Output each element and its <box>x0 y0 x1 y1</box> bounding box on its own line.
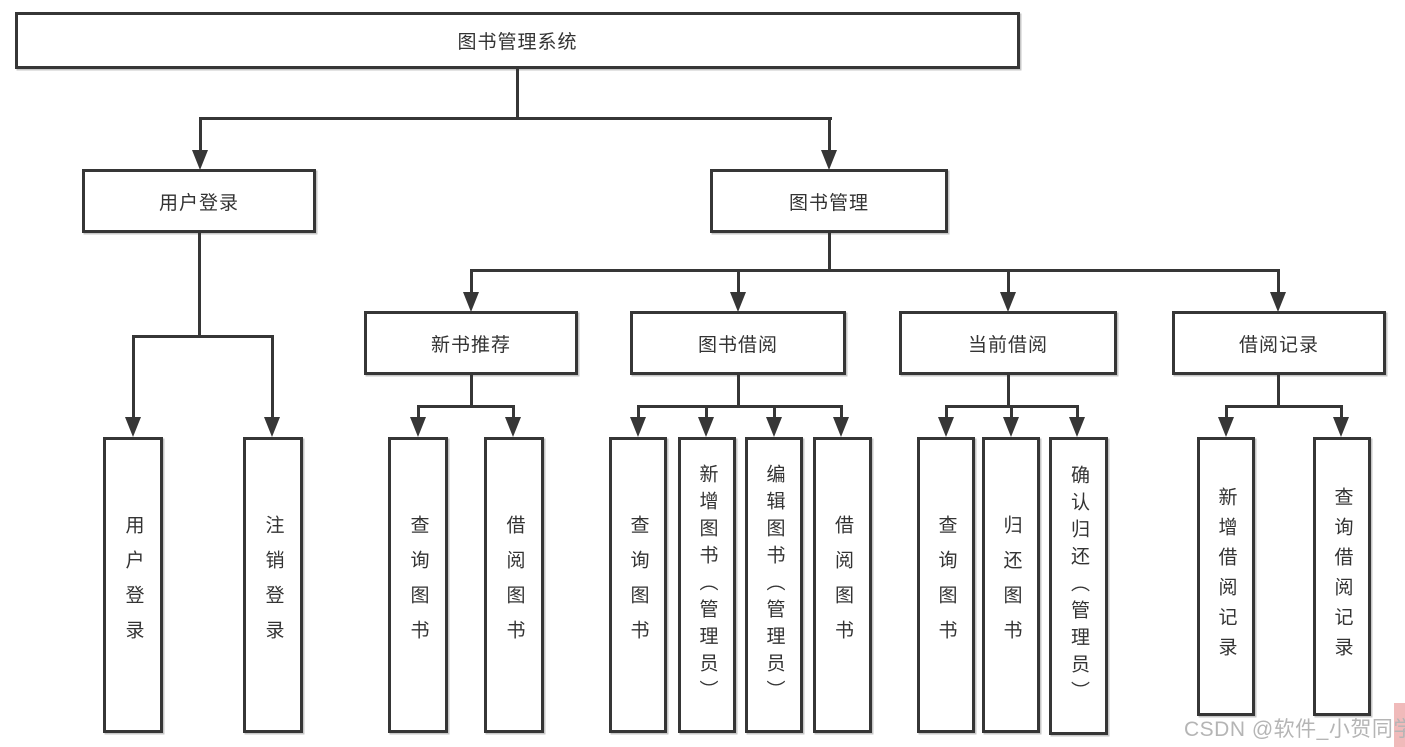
arrowhead-icon <box>938 417 954 437</box>
connector-borrowing-stub <box>737 375 740 407</box>
arrowhead-icon <box>1218 417 1234 437</box>
connector-current-stub <box>1007 375 1010 407</box>
node-label: 借阅图书 <box>832 515 853 655</box>
connector-arrow-borrowing <box>737 269 740 294</box>
node-current-borrowing: 当前借阅 <box>899 311 1117 375</box>
node-label: 用户登录 <box>158 192 239 214</box>
node-user-login: 用户登录 <box>82 169 316 233</box>
arrowhead-icon <box>192 150 208 170</box>
leaf-user-login: 用户登录 <box>103 437 163 733</box>
arrowhead-icon <box>125 417 141 437</box>
connector-arrow <box>773 405 776 419</box>
connector-arrow-current <box>1007 269 1010 294</box>
connector-book-management-stub <box>828 233 831 272</box>
node-label: 借阅图书 <box>503 515 525 655</box>
node-label: 注销登录 <box>262 515 284 655</box>
arrowhead-icon <box>698 417 714 437</box>
node-label: 查询图书 <box>407 515 429 655</box>
leaf-borrow-books-recommend: 借阅图书 <box>484 437 544 733</box>
node-label: 用户登录 <box>122 515 144 655</box>
node-label: 图书借阅 <box>697 334 778 356</box>
leaf-add-books-admin: 新增图书（管理员） <box>678 437 736 733</box>
leaf-edit-books-admin: 编辑图书（管理员） <box>745 437 803 733</box>
node-label: 查询图书 <box>627 515 649 655</box>
node-label: 图书管理 <box>788 192 869 214</box>
node-label: 新增图书（管理员） <box>696 463 718 707</box>
leaf-query-books-recommend: 查询图书 <box>388 437 448 733</box>
connector-book-management-branch <box>470 269 1280 272</box>
leaf-return-books: 归还图书 <box>982 437 1040 733</box>
connector-arrow-leaf-login <box>132 335 135 419</box>
connector-user-login-stub <box>198 233 201 337</box>
connector-arrow-leaf-logout <box>271 335 274 419</box>
arrowhead-icon <box>766 417 782 437</box>
leaf-confirm-return-admin: 确认归还（管理员） <box>1049 437 1108 735</box>
arrowhead-icon <box>463 292 479 312</box>
connector-arrow <box>945 405 948 419</box>
node-book-management: 图书管理 <box>710 169 948 233</box>
node-borrowing-records: 借阅记录 <box>1172 311 1386 375</box>
arrowhead-icon <box>730 292 746 312</box>
arrowhead-icon <box>821 150 837 170</box>
leaf-query-books-borrowing: 查询图书 <box>609 437 667 733</box>
arrowhead-icon <box>1069 417 1085 437</box>
node-label: 查询借阅记录 <box>1331 486 1353 667</box>
leaf-borrow-books-borrowing: 借阅图书 <box>813 437 872 733</box>
node-new-book-recommendation: 新书推荐 <box>364 311 578 375</box>
arrowhead-icon <box>1333 417 1349 437</box>
connector-arrow <box>1076 405 1079 419</box>
leaf-query-books-current: 查询图书 <box>917 437 975 733</box>
node-label: 查询图书 <box>935 515 957 655</box>
connector-user-login-branch <box>132 335 274 338</box>
arrowhead-icon <box>1003 417 1019 437</box>
node-label: 当前借阅 <box>967 334 1048 356</box>
leaf-add-borrow-record: 新增借阅记录 <box>1197 437 1255 716</box>
connector-arrow-book-management <box>828 117 831 153</box>
connector-arrow <box>1340 405 1343 419</box>
node-library-management-system: 图书管理系统 <box>15 12 1020 69</box>
connector-root-branch <box>199 117 832 120</box>
connector-arrow-recommend <box>470 269 473 294</box>
connector-arrow <box>705 405 708 419</box>
leaf-query-borrow-record: 查询借阅记录 <box>1313 437 1371 716</box>
node-label: 新增借阅记录 <box>1215 486 1237 667</box>
connector-arrow <box>512 405 515 419</box>
arrowhead-icon <box>410 417 426 437</box>
connector-arrow <box>1010 405 1013 419</box>
csdn-watermark: CSDN @软件_小贺同学 <box>1184 718 1405 741</box>
arrowhead-icon <box>505 417 521 437</box>
arrowhead-icon <box>1270 292 1286 312</box>
arrowhead-icon <box>833 417 849 437</box>
connector-arrow-records <box>1277 269 1280 294</box>
connector-records-branch <box>1225 405 1343 408</box>
connector-records-stub <box>1277 375 1280 407</box>
node-label: 确认归还（管理员） <box>1068 464 1089 708</box>
node-label: 新书推荐 <box>430 334 511 356</box>
connector-arrow <box>840 405 843 419</box>
connector-arrow-user-login <box>199 117 202 153</box>
connector-root-stub <box>516 69 519 119</box>
connector-borrowing-branch <box>637 405 843 408</box>
connector-arrow <box>417 405 420 419</box>
leaf-logout: 注销登录 <box>243 437 303 733</box>
pink-corner-mark <box>1394 703 1405 747</box>
connector-recommend-branch <box>417 405 515 408</box>
arrowhead-icon <box>264 417 280 437</box>
connector-recommend-stub <box>470 375 473 407</box>
node-label: 归还图书 <box>1000 515 1022 655</box>
connector-arrow <box>637 405 640 419</box>
connector-arrow <box>1225 405 1228 419</box>
node-label: 图书管理系统 <box>457 32 578 53</box>
node-label: 编辑图书（管理员） <box>763 463 785 707</box>
node-label: 借阅记录 <box>1238 334 1319 356</box>
node-book-borrowing: 图书借阅 <box>630 311 846 375</box>
arrowhead-icon <box>630 417 646 437</box>
arrowhead-icon <box>1000 292 1016 312</box>
